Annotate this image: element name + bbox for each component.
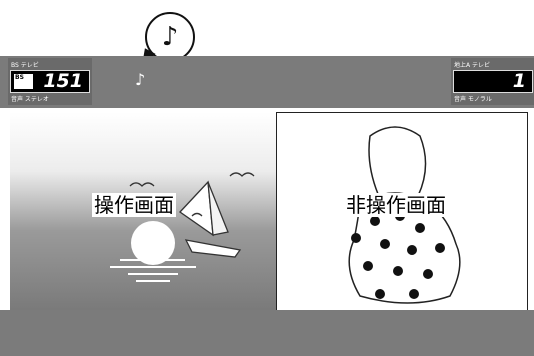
right-channel-panel: 地上A テレビ 1 音声 モノラル — [451, 58, 534, 105]
speech-bubble: ♪ — [145, 12, 195, 62]
right-channel-number: 1 — [512, 70, 526, 92]
music-note-icon: ♪ — [161, 22, 179, 52]
left-audio-status: 音声 ステレオ — [11, 96, 49, 103]
left-channel-panel: BS テレビ BS 151 音声 ステレオ — [8, 58, 92, 105]
sunset-sailboat-illustration — [110, 172, 255, 282]
face-icon — [368, 126, 427, 202]
sail-icon — [179, 180, 214, 237]
screen-divider — [276, 112, 277, 310]
non-operation-screen-label: 非操作画面 — [344, 193, 448, 217]
bs-logo: BS — [14, 74, 33, 89]
left-channel-box: BS 151 — [10, 70, 90, 93]
boat-hull-icon — [184, 239, 242, 258]
operation-screen-label: 操作画面 — [92, 193, 176, 217]
music-note-icon: ♪ — [135, 70, 146, 89]
right-channel-header: 地上A テレビ — [454, 62, 491, 69]
sun-icon — [131, 221, 175, 265]
bottom-bar — [0, 310, 534, 356]
top-margin — [0, 0, 534, 56]
bird-icon — [129, 182, 155, 187]
right-channel-box: 1 — [453, 70, 533, 93]
sea-reflection-icon — [110, 259, 196, 282]
left-channel-number: 151 — [43, 70, 83, 92]
right-audio-status: 音声 モノラル — [454, 96, 492, 103]
left-channel-header: BS テレビ — [11, 62, 39, 69]
